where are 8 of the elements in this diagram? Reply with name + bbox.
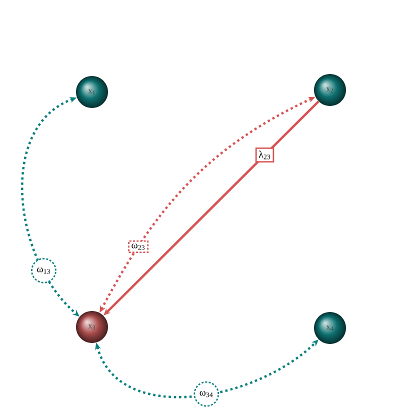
edge-label: ω$_{23}$ [128, 240, 149, 254]
sphere: x$_{2}$ [314, 74, 346, 106]
edge-label: λ$_{23}$ [255, 147, 274, 162]
sphere: x$_{3}$ [76, 311, 108, 343]
sphere: x$_{1}$ [76, 76, 108, 108]
edge-label: ω$_{34}$ [194, 381, 220, 407]
sphere: x$_{4}$ [314, 312, 346, 344]
edge-label: ω$_{13}$ [31, 258, 56, 284]
